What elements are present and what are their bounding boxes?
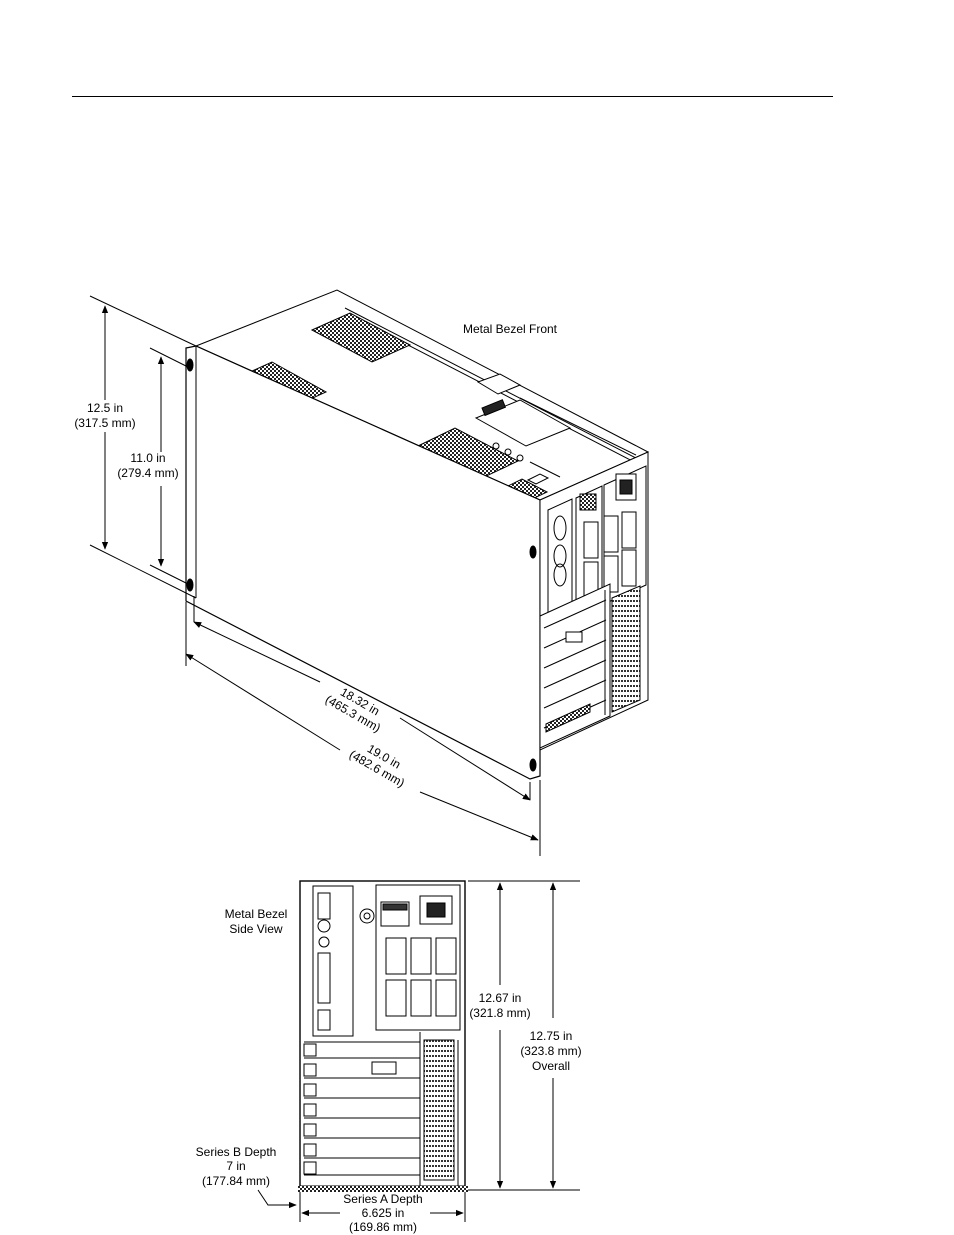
header-rule [72, 96, 833, 97]
dim-12-5-mm: (317.5 mm) [74, 416, 135, 430]
series-b-depth-mm: (177.84 mm) [202, 1174, 270, 1188]
side-view-title-2: Side View [229, 922, 282, 936]
series-b-depth-label: Series B Depth [196, 1145, 277, 1159]
side-vent-panel [423, 1039, 455, 1181]
series-a-depth-in: 6.625 in [362, 1206, 405, 1220]
front-dimensions [89, 295, 541, 856]
dim-11-0-in: 11.0 in [130, 451, 165, 465]
side-vent-column [611, 585, 641, 713]
expansion-slots [303, 1041, 420, 1176]
dim-12-75-mm: (323.8 mm) [520, 1044, 581, 1058]
bezel-hole-br [529, 758, 537, 772]
top-vent-1 [310, 312, 412, 363]
dim-11-0-mm: (279.4 mm) [117, 466, 178, 480]
series-a-depth-label: Series A Depth [343, 1192, 422, 1206]
side-view-title-1: Metal Bezel [225, 907, 288, 921]
dim-12-67-in: 12.67 in [479, 991, 522, 1005]
bezel-hole-tr [529, 545, 537, 559]
dim-12-75-in: 12.75 in [530, 1029, 573, 1043]
bezel-hole-tl [186, 358, 194, 372]
dim-12-67-mm: (321.8 mm) [469, 1006, 530, 1020]
series-a-depth-mm: (169.86 mm) [349, 1220, 417, 1234]
dim-12-75-note: Overall [532, 1059, 570, 1073]
series-b-depth-in: 7 in [226, 1159, 245, 1173]
front-isometric-view [185, 289, 650, 780]
side-dimensions [257, 880, 580, 1222]
side-view-chassis [298, 880, 468, 1192]
front-view-title: Metal Bezel Front [463, 322, 558, 336]
dim-12-5-in: 12.5 in [87, 401, 123, 415]
